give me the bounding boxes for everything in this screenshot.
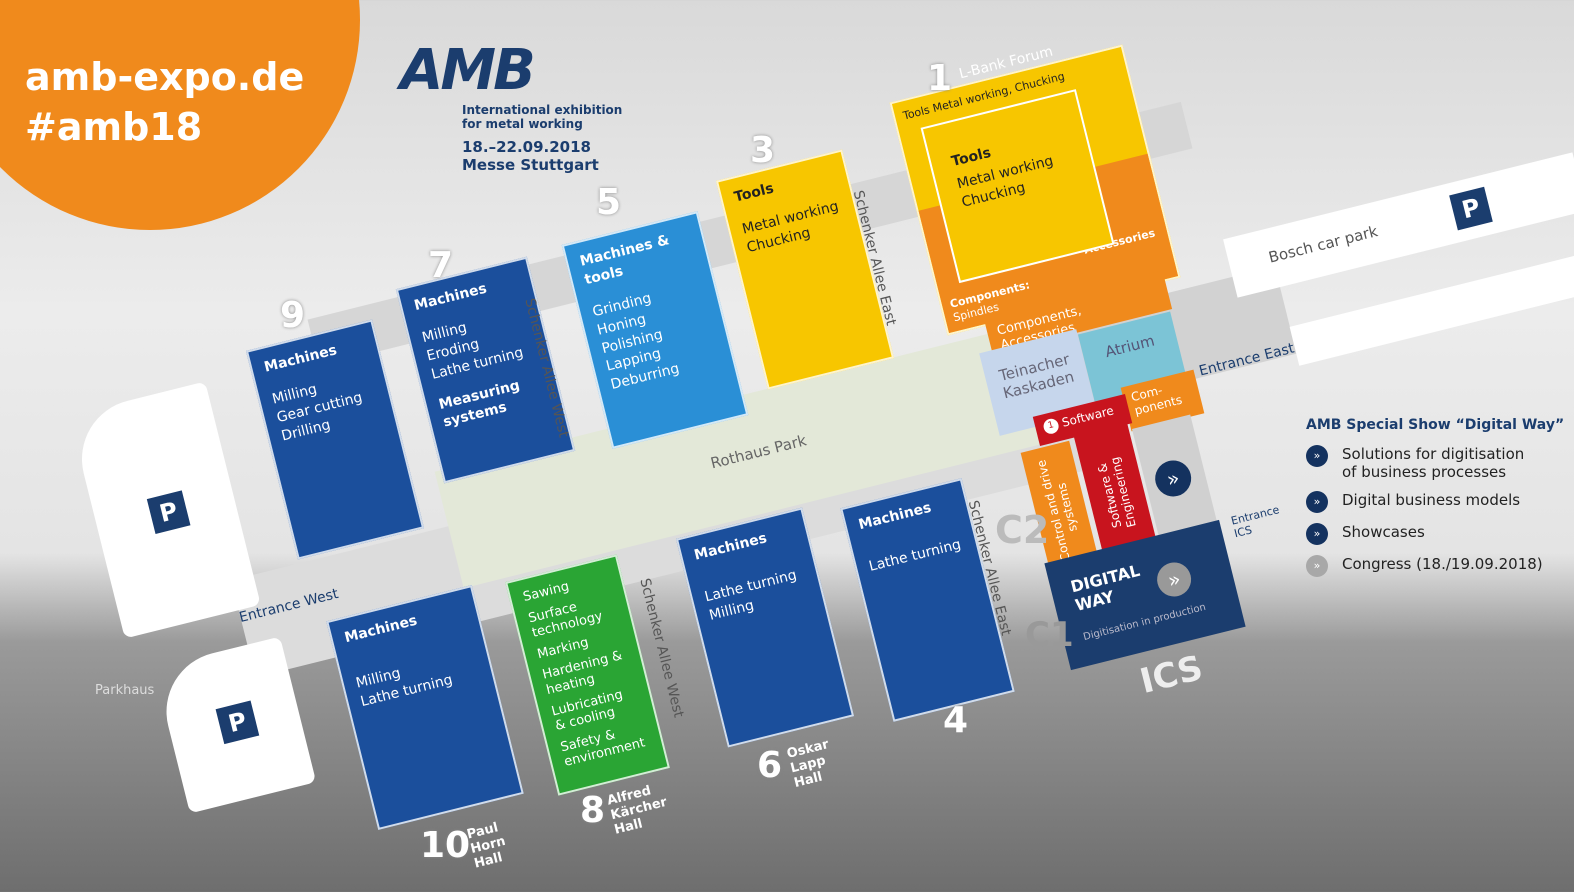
- chevron-icon: »: [1306, 523, 1328, 545]
- legend-item: »Solutions for digitisation of business …: [1306, 445, 1566, 481]
- hall-number-9: 9: [280, 295, 306, 336]
- parkhaus-label: Parkhaus: [95, 683, 155, 698]
- logo-tagline: for metal working: [462, 117, 583, 132]
- logo-text: AMB: [400, 38, 536, 103]
- entrance-ics[interactable]: Entrance ICS: [1229, 503, 1281, 541]
- hall-10-name: Paul Horn Hall: [465, 820, 508, 872]
- c1-label: C1: [1025, 615, 1074, 655]
- digital-way-logo: DIGITAL WAY: [1068, 560, 1142, 615]
- park-label: Rothaus Park: [708, 431, 809, 473]
- chevron-icon: »: [1306, 445, 1328, 467]
- parking-icon: P: [1449, 186, 1493, 231]
- hall-number-5: 5: [596, 182, 622, 223]
- amb-logo: AMB International exhibition for metal w…: [380, 38, 622, 174]
- digital-way-icon: »: [1153, 558, 1195, 601]
- site-badge[interactable]: amb-expo.de #amb18: [0, 0, 360, 230]
- hall-number-8: 8: [580, 790, 606, 831]
- site-url[interactable]: amb-expo.de: [25, 55, 305, 99]
- parking-icon: P: [215, 700, 260, 745]
- hall-number-10: 10: [420, 825, 471, 866]
- hall-number-3: 3: [750, 130, 776, 171]
- hall-number-4: 4: [943, 700, 969, 741]
- hall-number-6: 6: [757, 745, 783, 786]
- ics-label: ICS: [1136, 648, 1207, 702]
- hall-number-1: 1: [927, 58, 953, 99]
- legend: AMB Special Show “Digital Way” »Solution…: [1306, 417, 1566, 587]
- legend-title: AMB Special Show “Digital Way”: [1306, 417, 1565, 433]
- parking-icon: P: [146, 490, 191, 535]
- c2-label: C2: [995, 508, 1050, 552]
- chevron-icon: »: [1306, 491, 1328, 513]
- logo-tagline: International exhibition: [462, 103, 623, 117]
- hall-number-7: 7: [428, 245, 454, 286]
- event-dates: 18.–22.09.2018: [462, 137, 591, 156]
- chevron-icon: »: [1306, 555, 1328, 577]
- event-venue: Messe Stuttgart: [462, 155, 599, 174]
- legend-item: »Congress (18./19.09.2018): [1306, 555, 1566, 577]
- legend-item: »Digital business models: [1306, 491, 1566, 513]
- bosch-label: Bosch car park: [1266, 222, 1380, 267]
- parking-west-north[interactable]: P: [69, 381, 261, 639]
- legend-item: »Showcases: [1306, 523, 1566, 545]
- hall-8-name: Alfred Kärcher Hall: [605, 783, 669, 838]
- hall-6-name: Oskar Lapp Hall: [785, 737, 831, 791]
- digital-way-icon: »: [1151, 456, 1196, 501]
- hashtag: #amb18: [25, 105, 203, 149]
